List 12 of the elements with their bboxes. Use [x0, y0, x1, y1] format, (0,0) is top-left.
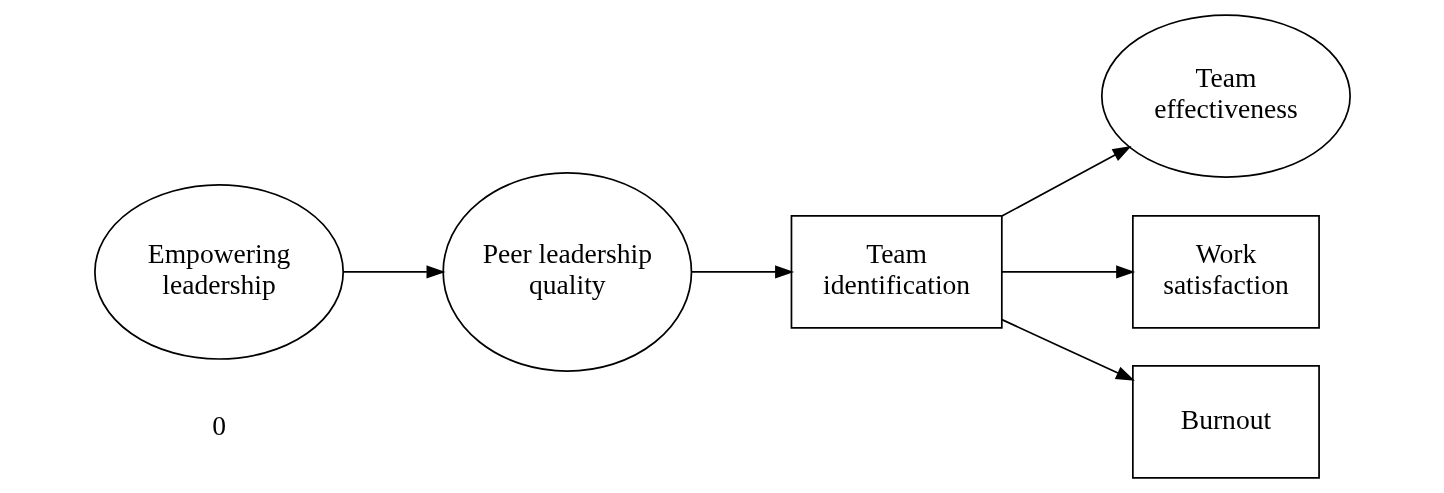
arrow	[341, 265, 445, 279]
label: 0	[211, 410, 226, 442]
arrow	[1000, 318, 1135, 381]
node-ellipse: Team effectiveness	[1100, 14, 1351, 178]
arrow	[1000, 265, 1135, 279]
node-box: Burnout	[1131, 365, 1320, 479]
node-ellipse: Peer leadership quality	[441, 171, 692, 372]
node-box: Work satisfaction	[1131, 215, 1320, 329]
arrow	[690, 265, 794, 279]
node-ellipse: Empowering leadership	[93, 184, 344, 360]
arrow	[1000, 146, 1132, 217]
node-box: Team identification	[790, 215, 1003, 329]
